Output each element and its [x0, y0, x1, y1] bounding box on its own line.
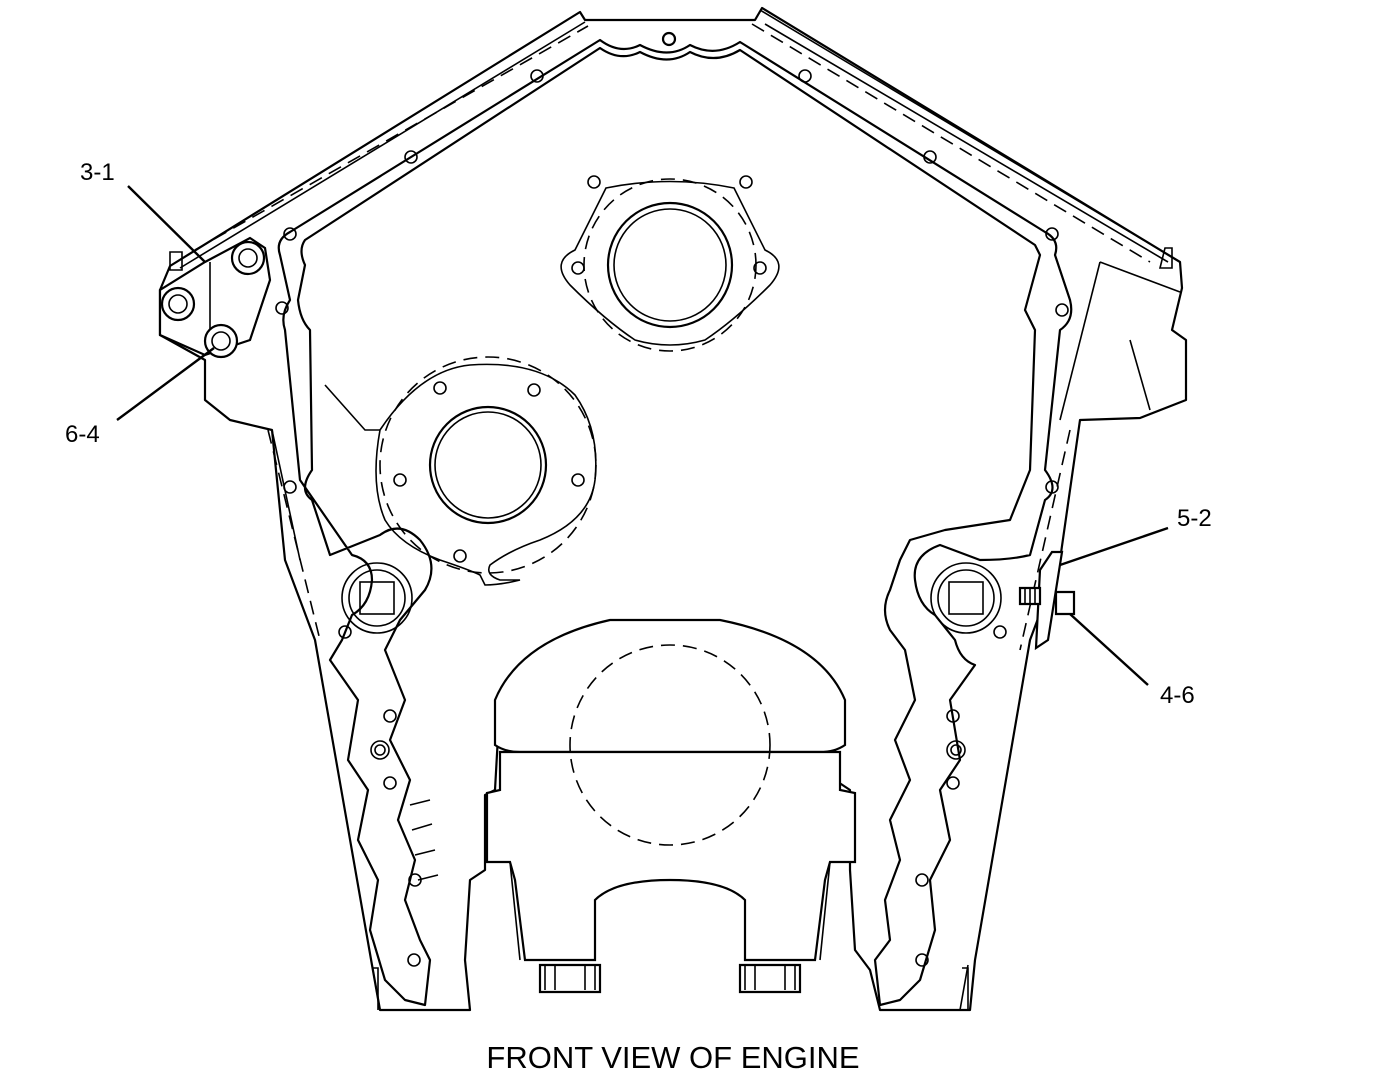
- main-bearing-cap: [485, 618, 857, 994]
- bracket-bolt-1: [160, 286, 196, 322]
- perimeter-bolt-holes: [275, 31, 1069, 967]
- right-plug: [930, 562, 1002, 634]
- bracket-bolt-2: [230, 240, 266, 276]
- callout-3-1: 3-1: [80, 159, 115, 186]
- base-details: [371, 799, 969, 1011]
- callout-6-4: 6-4: [65, 421, 100, 448]
- diagram-caption: FRONT VIEW OF ENGINE: [486, 1040, 859, 1075]
- dowel-holes: [370, 740, 966, 760]
- leader-4-6: [1069, 613, 1149, 686]
- right-clip: [1018, 550, 1076, 651]
- callout-4-6: 4-6: [1160, 682, 1195, 709]
- leader-6-4: [116, 347, 215, 421]
- left-plug: [341, 562, 413, 634]
- upper-bore: [560, 175, 780, 352]
- leader-5-2: [1059, 526, 1169, 567]
- leader-3-1: [127, 185, 206, 263]
- callout-5-2: 5-2: [1177, 505, 1212, 532]
- front-cover-plate: [277, 38, 1073, 1007]
- middle-bore: [324, 356, 597, 586]
- left-bracket: [158, 236, 272, 359]
- leader-lines: [116, 185, 1169, 686]
